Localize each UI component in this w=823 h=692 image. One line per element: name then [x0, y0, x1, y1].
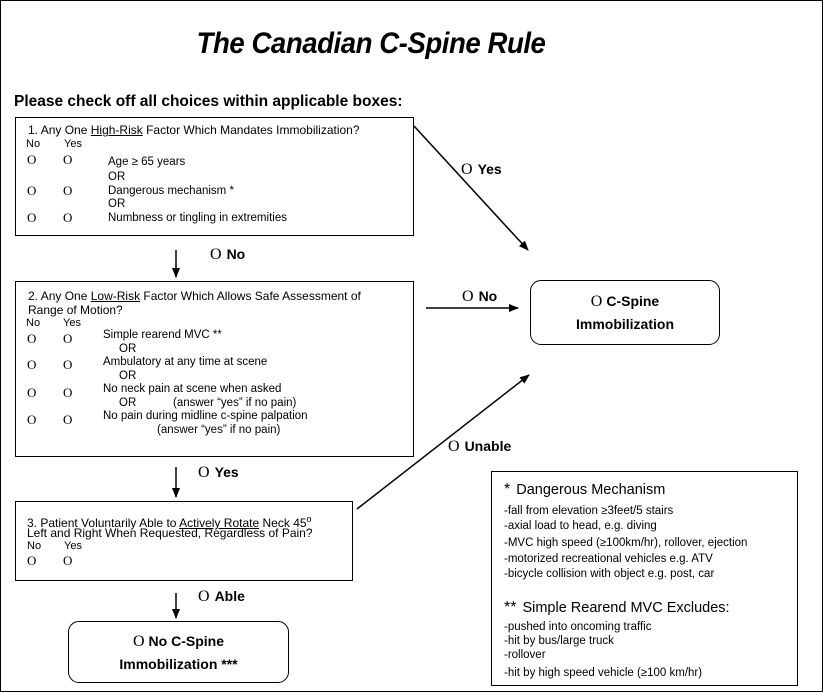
dangerous-mechanism-heading: *Dangerous Mechanism: [504, 481, 666, 498]
question2-text-line2: Range of Motion?: [28, 303, 123, 317]
q1-item2-yes-checkbox[interactable]: O: [63, 183, 73, 198]
q2-item4-label: No pain during midline c-spine palpation: [103, 410, 308, 422]
page-title: The Canadian C-Spine Rule: [196, 27, 546, 60]
q1-or-2: OR: [108, 198, 126, 210]
simple-rearend-item: -hit by high speed vehicle (≥100 km/hr): [504, 667, 703, 679]
q2-or-3: OR: [119, 397, 137, 409]
q2-item4-no-checkbox[interactable]: O: [27, 412, 37, 427]
q2-item2-no-checkbox[interactable]: O: [27, 357, 37, 372]
question3-col-yes: Yes: [64, 540, 82, 552]
q1-item3-no-checkbox[interactable]: O: [27, 210, 37, 225]
arrow-q3-to-immobilization: [356, 374, 530, 510]
q2-or-1: OR: [119, 343, 137, 355]
simple-rearend-item: -pushed into oncoming traffic: [504, 621, 652, 633]
question1-col-yes: Yes: [64, 138, 82, 150]
q2-item1-label: Simple rearend MVC **: [103, 329, 222, 341]
q1-item3-label: Numbness or tingling in extremities: [108, 212, 287, 224]
q2-item2-yes-checkbox[interactable]: O: [63, 357, 73, 372]
question3-box: 3. Patient Voluntarily Able to Actively …: [15, 501, 353, 581]
arrow-q1-to-immobilization: [413, 125, 529, 251]
dangerous-mechanism-item: -motorized recreational vehicles e.g. AT…: [504, 553, 713, 565]
question1-col-no: No: [26, 138, 41, 150]
simple-rearend-item: -hit by bus/large truck: [504, 635, 614, 647]
question1-text: 1. Any One High-Risk Factor Which Mandat…: [28, 123, 360, 137]
q2-item2-label: Ambulatory at any time at scene: [103, 356, 268, 368]
q1-item2-no-checkbox[interactable]: O: [27, 183, 37, 198]
instruction-text: Please check off all choices within appl…: [14, 93, 403, 110]
question2-box: 2. Any One Low-Risk Factor Which Allows …: [15, 281, 414, 457]
q2-item3-label: No neck pain at scene when asked: [103, 383, 282, 395]
dangerous-mechanism-item: -MVC high speed (≥100km/hr), rollover, e…: [504, 537, 748, 549]
question2-text: 2. Any One Low-Risk Factor Which Allows …: [28, 289, 361, 303]
dangerous-mechanism-item: -fall from elevation ≥3feet/5 stairs: [504, 505, 674, 517]
q2-item4-note: (answer “yes” if no pain): [157, 424, 281, 436]
q1-item3-yes-checkbox[interactable]: O: [63, 210, 73, 225]
q1-item2-label: Dangerous mechanism *: [108, 185, 234, 197]
q2-item1-yes-checkbox[interactable]: O: [63, 331, 73, 346]
question2-col-no: No: [26, 317, 41, 329]
question2-col-yes: Yes: [63, 317, 81, 329]
q3-no-checkbox[interactable]: O: [27, 553, 37, 568]
q2-or-2: OR: [119, 370, 137, 382]
question3-col-no: No: [27, 540, 42, 552]
footnote-box: *Dangerous Mechanism -fall from elevatio…: [491, 471, 798, 686]
q2-item3-note: (answer “yes” if no pain): [173, 397, 297, 409]
dangerous-mechanism-item: -axial load to head, e.g. diving: [504, 520, 657, 532]
simple-rearend-heading: **Simple Rearend MVC Excludes:: [504, 599, 730, 616]
question3-text-line2: Left and Right When Requested, Regardles…: [27, 526, 313, 540]
q2-item4-yes-checkbox[interactable]: O: [63, 412, 73, 427]
q1-item1-label: Age ≥ 65 years: [108, 156, 186, 168]
q2-item3-no-checkbox[interactable]: O: [27, 385, 37, 400]
q2-item1-no-checkbox[interactable]: O: [27, 331, 37, 346]
q1-or-1: OR: [108, 171, 126, 183]
simple-rearend-item: -rollover: [504, 649, 546, 661]
q1-item1-yes-checkbox[interactable]: O: [63, 152, 73, 167]
q1-item1-no-checkbox[interactable]: O: [27, 152, 37, 167]
q2-item3-yes-checkbox[interactable]: O: [63, 385, 73, 400]
dangerous-mechanism-item: -bicycle collision with object e.g. post…: [504, 568, 715, 580]
question3-text: 3. Patient Voluntarily Able to Actively …: [27, 514, 312, 530]
q3-yes-checkbox[interactable]: O: [63, 553, 73, 568]
question1-box: 1. Any One High-Risk Factor Which Mandat…: [15, 117, 414, 236]
